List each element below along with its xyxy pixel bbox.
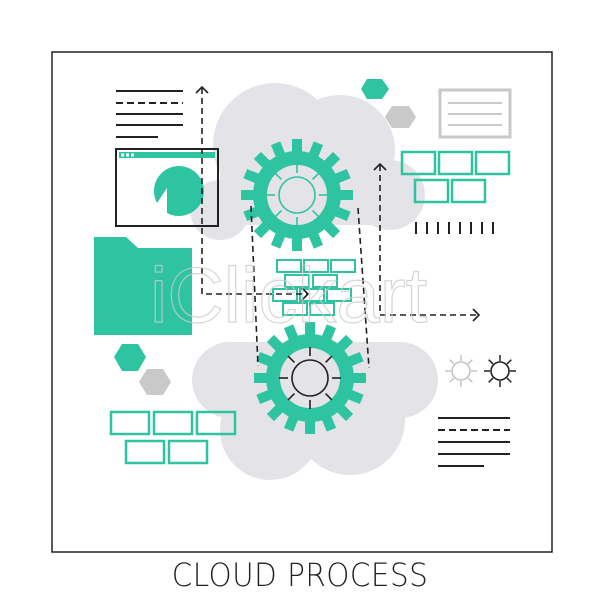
hexagons-left bbox=[114, 344, 171, 395]
bricks-center bbox=[272, 259, 356, 316]
small-gear-black-icon bbox=[484, 355, 516, 387]
folder-icon bbox=[94, 237, 192, 335]
text-lines-bottom-right bbox=[438, 417, 510, 467]
gear-icon-bottom bbox=[254, 322, 366, 434]
watermark: iClickart bbox=[150, 251, 428, 339]
browser-window-pie-chart bbox=[115, 148, 219, 227]
gear-icon-top bbox=[241, 139, 353, 251]
bricks-top-right bbox=[400, 150, 511, 204]
small-gear-gray-icon bbox=[445, 355, 477, 387]
tick-marks bbox=[415, 222, 494, 234]
caption-title: CLOUD PROCESS bbox=[171, 556, 429, 594]
gear-tooth bbox=[241, 190, 255, 200]
gear-tooth bbox=[305, 420, 315, 434]
gear-tooth bbox=[339, 190, 353, 200]
gear-tooth bbox=[254, 373, 268, 383]
gear-tooth bbox=[352, 373, 366, 383]
gear-tooth bbox=[305, 322, 315, 336]
document-icon bbox=[438, 88, 512, 139]
dashed-arrows bbox=[201, 88, 478, 369]
arrow-heads bbox=[195, 85, 481, 322]
gear-tooth bbox=[292, 237, 302, 251]
bricks-bottom-left bbox=[109, 410, 237, 465]
hexagons-top bbox=[361, 79, 416, 128]
gear-tooth bbox=[292, 139, 302, 153]
text-lines-top-left bbox=[116, 90, 183, 138]
